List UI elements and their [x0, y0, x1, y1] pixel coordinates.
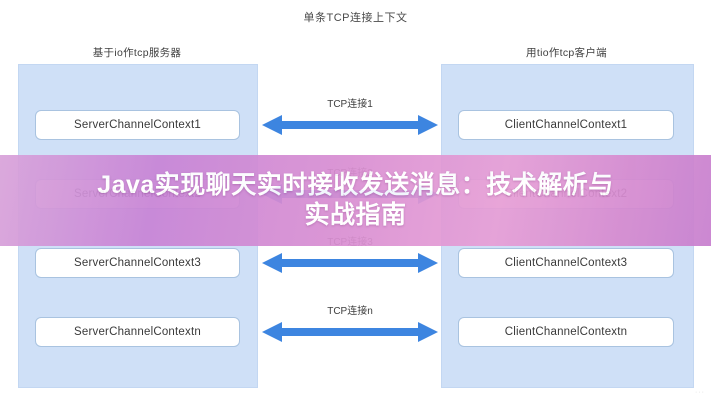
client-context-box-1[interactable]: ClientChannelContext1: [458, 110, 674, 140]
server-context-box-3[interactable]: ServerChannelContext3: [35, 248, 240, 278]
connection-arrow-n: [262, 321, 438, 343]
client-group-header: 用tio作tcp客户端: [526, 47, 607, 59]
diagram-title: 单条TCP连接上下文: [303, 12, 408, 24]
banner-line-1: Java实现聊天实时接收发送消息：技术解析与: [97, 171, 614, 199]
watermark: ···: [695, 389, 705, 396]
server-context-box-1[interactable]: ServerChannelContext1: [35, 110, 240, 140]
client-context-box-3[interactable]: ClientChannelContext3: [458, 248, 674, 278]
connection-label-1: TCP连接1: [327, 99, 373, 110]
connection-arrow-1: [262, 114, 438, 136]
server-group-header: 基于io作tcp服务器: [92, 47, 182, 59]
connection-arrow-3: [262, 252, 438, 274]
banner-line-2: 实战指南: [304, 200, 407, 229]
title-banner: Java实现聊天实时接收发送消息：技术解析与 实战指南: [0, 155, 711, 246]
connection-label-n: TCP连接n: [327, 306, 373, 317]
client-context-box-n[interactable]: ClientChannelContextn: [458, 317, 674, 347]
server-context-box-n[interactable]: ServerChannelContextn: [35, 317, 240, 347]
